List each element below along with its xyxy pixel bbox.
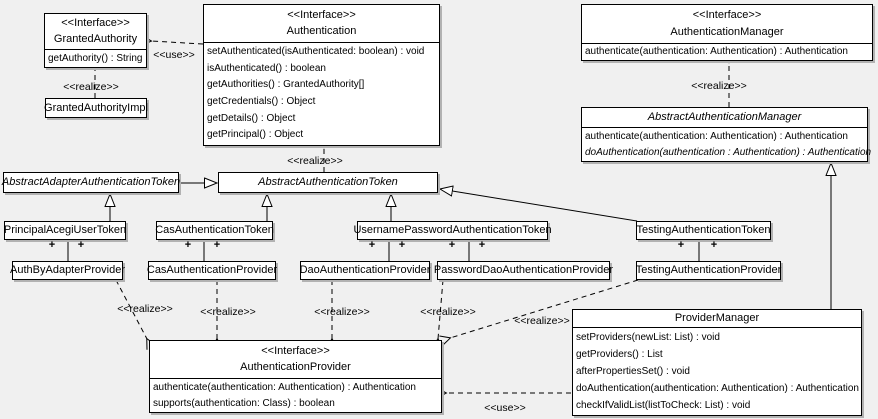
class-method: getAuthorities() : GrantedAuthority[] bbox=[207, 79, 365, 91]
class-stereotype: <<Interface>> bbox=[61, 17, 130, 29]
class-DaoAuthenticationProvider: DaoAuthenticationProvider bbox=[300, 261, 430, 280]
edge-stereotype-label: <<realize>> bbox=[514, 315, 570, 327]
edge-stereotype-label: <<realize>> bbox=[420, 306, 476, 318]
association-plus-label: + bbox=[77, 239, 85, 251]
edge-realize-TestingAuthenticationProvider-to-AuthenticationProvider bbox=[450, 279, 639, 338]
association-plus-label: + bbox=[448, 239, 456, 251]
class-method: getAuthority() : String bbox=[48, 53, 143, 64]
class-name: DaoAuthenticationProvider bbox=[299, 264, 431, 276]
class-method: doAuthentication(authentication : Authen… bbox=[585, 146, 872, 158]
class-method: authenticate(authentication: Authenticat… bbox=[153, 382, 416, 393]
class-method: checkIfValidList(listToCheck: List) : vo… bbox=[576, 400, 751, 411]
class-CasAuthenticationToken: CasAuthenticationToken bbox=[155, 221, 274, 240]
association-plus-label: + bbox=[213, 239, 221, 251]
class-name: GrantedAuthority bbox=[53, 33, 138, 45]
class-PasswordDaoAuthenticationProvider: PasswordDaoAuthenticationProvider bbox=[433, 261, 614, 280]
class-name: GrantedAuthorityImpl bbox=[44, 101, 148, 114]
class-CasAuthenticationProvider: CasAuthenticationProvider bbox=[146, 261, 278, 280]
edge-realize-AuthByAdapterProvider-to-AuthenticationProvider bbox=[115, 279, 147, 339]
class-method: afterPropertiesSet() : void bbox=[576, 366, 690, 377]
edge-stereotype-label: <<realize>> bbox=[691, 80, 747, 92]
class-method: getPrincipal() : Object bbox=[207, 129, 304, 141]
class-method: getCredentials() : Object bbox=[207, 96, 316, 108]
class-method: authenticate(authentication: Authenticat… bbox=[585, 131, 848, 142]
edge-stereotype-label: <<use>> bbox=[484, 402, 526, 414]
association-plus-label: + bbox=[677, 239, 685, 251]
edge-use-Authentication-to-GrantedAuthority bbox=[151, 41, 204, 44]
class-stereotype: <<Interface>> bbox=[287, 8, 356, 21]
class-GrantedAuthority: <<Interface>> GrantedAuthority getAuthorit… bbox=[44, 13, 147, 68]
class-method: supports(authentication: Class) : boolea… bbox=[153, 397, 335, 409]
association-plus-label: + bbox=[48, 239, 56, 251]
class-AuthByAdapterProvider: AuthByAdapterProvider bbox=[10, 261, 125, 280]
class-method: authenticate(authentication: Authenticat… bbox=[585, 46, 848, 57]
edge-stereotype-label: <<realize>> bbox=[117, 303, 173, 315]
class-TestingAuthenticationToken: TestingAuthenticationToken bbox=[636, 221, 771, 240]
association-plus-label: + bbox=[710, 239, 718, 251]
edge-stereotype-label: <<realize>> bbox=[63, 81, 119, 93]
class-name: PrincipalAcegiUserToken bbox=[3, 224, 127, 236]
class-Authentication: <<Interface>> Authentication setAuthentica… bbox=[203, 4, 440, 146]
class-AbstractAdapterAuthenticationToken: AbstractAdapterAuthenticationToken bbox=[1, 172, 181, 193]
class-method: setAuthenticated(isAuthenticated: boolea… bbox=[207, 46, 425, 57]
edge-realize-PasswordDaoAuthenticationProvider-to-AuthenticationProvider bbox=[438, 279, 444, 339]
edge-stereotype-label: <<realize>> bbox=[287, 155, 343, 167]
class-UsernamePasswordAuthenticationToken: UsernamePasswordAuthenticationToken bbox=[353, 221, 552, 240]
class-name: TestingAuthenticationProvider bbox=[635, 264, 782, 276]
class-name: CasAuthenticationToken bbox=[155, 224, 274, 236]
association-plus-label: + bbox=[184, 239, 192, 251]
class-name: Authentication bbox=[286, 25, 357, 38]
class-name: TestingAuthenticationToken bbox=[636, 224, 771, 236]
class-TestingAuthenticationProvider: TestingAuthenticationProvider bbox=[636, 261, 781, 280]
class-method: getProviders() : List bbox=[576, 349, 663, 360]
class-AbstractAuthenticationManager: AbstractAuthenticationManager authenticat… bbox=[581, 107, 872, 162]
class-method: setProviders(newList: List) : void bbox=[576, 332, 720, 343]
class-name: PasswordDaoAuthenticationProvider bbox=[433, 264, 614, 276]
class-PrincipalAcegiUserToken: PrincipalAcegiUserToken bbox=[4, 221, 126, 240]
association-plus-label: + bbox=[478, 239, 486, 251]
class-name: AbstractAuthenticationManager bbox=[647, 111, 802, 123]
class-name: CasAuthenticationProvider bbox=[146, 264, 278, 276]
class-name: AbstractAdapterAuthenticationToken bbox=[1, 176, 181, 188]
class-name: UsernamePasswordAuthenticationToken bbox=[353, 224, 552, 236]
class-name: ProviderManager bbox=[674, 312, 760, 324]
edge-stereotype-label: <<realize>> bbox=[200, 306, 256, 318]
class-AbstractAuthenticationToken: AbstractAuthenticationToken bbox=[218, 172, 438, 193]
association-plus-label: + bbox=[398, 239, 406, 251]
class-name: AbstractAuthenticationToken bbox=[258, 176, 398, 188]
class-stereotype: <<Interface>> bbox=[261, 344, 330, 357]
edge-generalization-TestingAuthenticationToken-to-AbstractAuthenticationToken bbox=[440, 189, 638, 222]
class-name: AuthenticationProvider bbox=[240, 361, 351, 374]
class-method: isAuthenticated() : boolean bbox=[207, 62, 326, 74]
class-name: AuthByAdapterProvider bbox=[10, 264, 125, 276]
class-ProviderManager: ProviderManager setProviders(newList: Lis… bbox=[572, 309, 862, 416]
class-AuthenticationManager: <<Interface>> AuthenticationManager authen… bbox=[581, 4, 873, 61]
class-method: getDetails() : Object bbox=[207, 112, 296, 124]
class-AuthenticationProvider: <<Interface>> AuthenticationProvider authe… bbox=[149, 340, 442, 413]
class-GrantedAuthorityImpl: GrantedAuthorityImpl bbox=[44, 98, 148, 118]
class-stereotype: <<Interface>> bbox=[692, 9, 762, 21]
edge-stereotype-label: <<use>> bbox=[153, 49, 195, 61]
class-method: doAuthentication(authentication: Authent… bbox=[576, 383, 859, 394]
edge-stereotype-label: <<realize>> bbox=[314, 306, 370, 318]
association-plus-label: + bbox=[368, 239, 376, 251]
class-name: AuthenticationManager bbox=[670, 26, 784, 38]
